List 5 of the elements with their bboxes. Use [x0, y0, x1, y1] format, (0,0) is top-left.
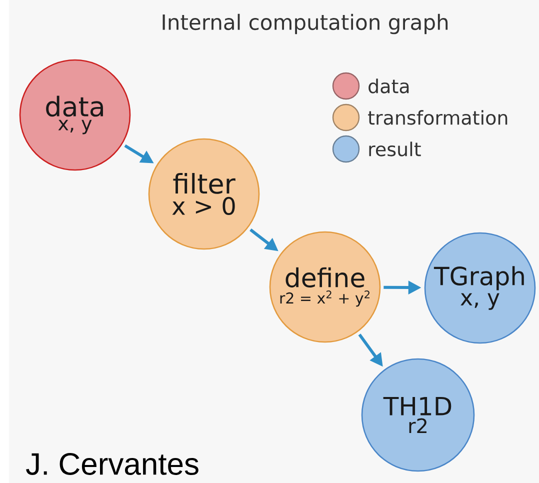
legend-label: result [369, 142, 421, 156]
title: Internal computation graph [162, 14, 448, 34]
author-name: J. Cervantes [26, 453, 198, 475]
legend-label: data [368, 78, 409, 94]
legend-label: transformation [368, 110, 508, 125]
